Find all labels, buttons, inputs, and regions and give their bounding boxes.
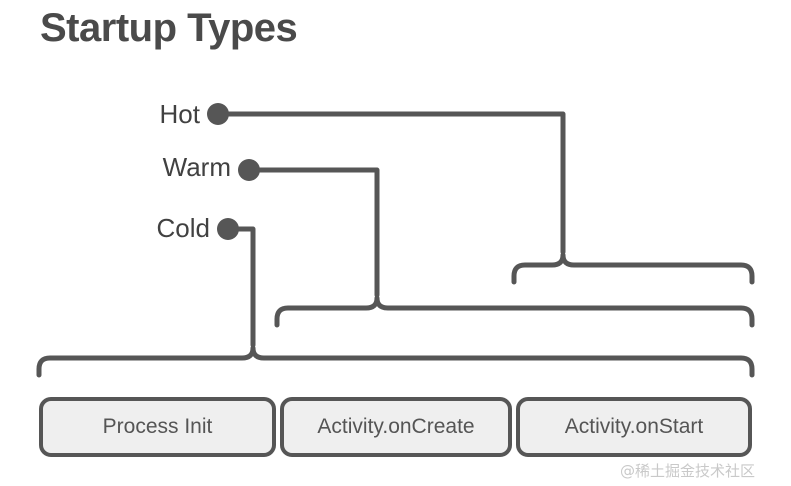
warm-connector-line <box>250 167 380 298</box>
warm-brace <box>274 295 755 328</box>
stage-box-activity-oncreate[interactable]: Activity.onCreate <box>280 397 512 457</box>
row-label-warm: Warm <box>162 152 231 182</box>
page-title: Startup Types <box>40 6 298 50</box>
cold-brace <box>36 345 755 378</box>
stage-box-label: Activity.onCreate <box>317 415 475 438</box>
row-label-cold: Cold <box>156 213 210 243</box>
row-label-hot: Hot <box>159 99 200 129</box>
stage-box-label: Process Init <box>102 415 213 438</box>
cold-connector-line <box>229 226 256 348</box>
warm-node-dot[interactable] <box>238 159 260 181</box>
watermark-text: @稀土掘金技术社区 <box>620 462 756 480</box>
stage-box-activity-onstart[interactable]: Activity.onStart <box>516 397 752 457</box>
hot-node-dot[interactable] <box>207 103 229 125</box>
hot-connector-line <box>219 111 566 255</box>
cold-node-dot[interactable] <box>217 218 239 240</box>
stage-box-label: Activity.onStart <box>564 415 704 438</box>
hot-brace <box>511 252 755 285</box>
stage-box-process-init[interactable]: Process Init <box>39 397 276 457</box>
